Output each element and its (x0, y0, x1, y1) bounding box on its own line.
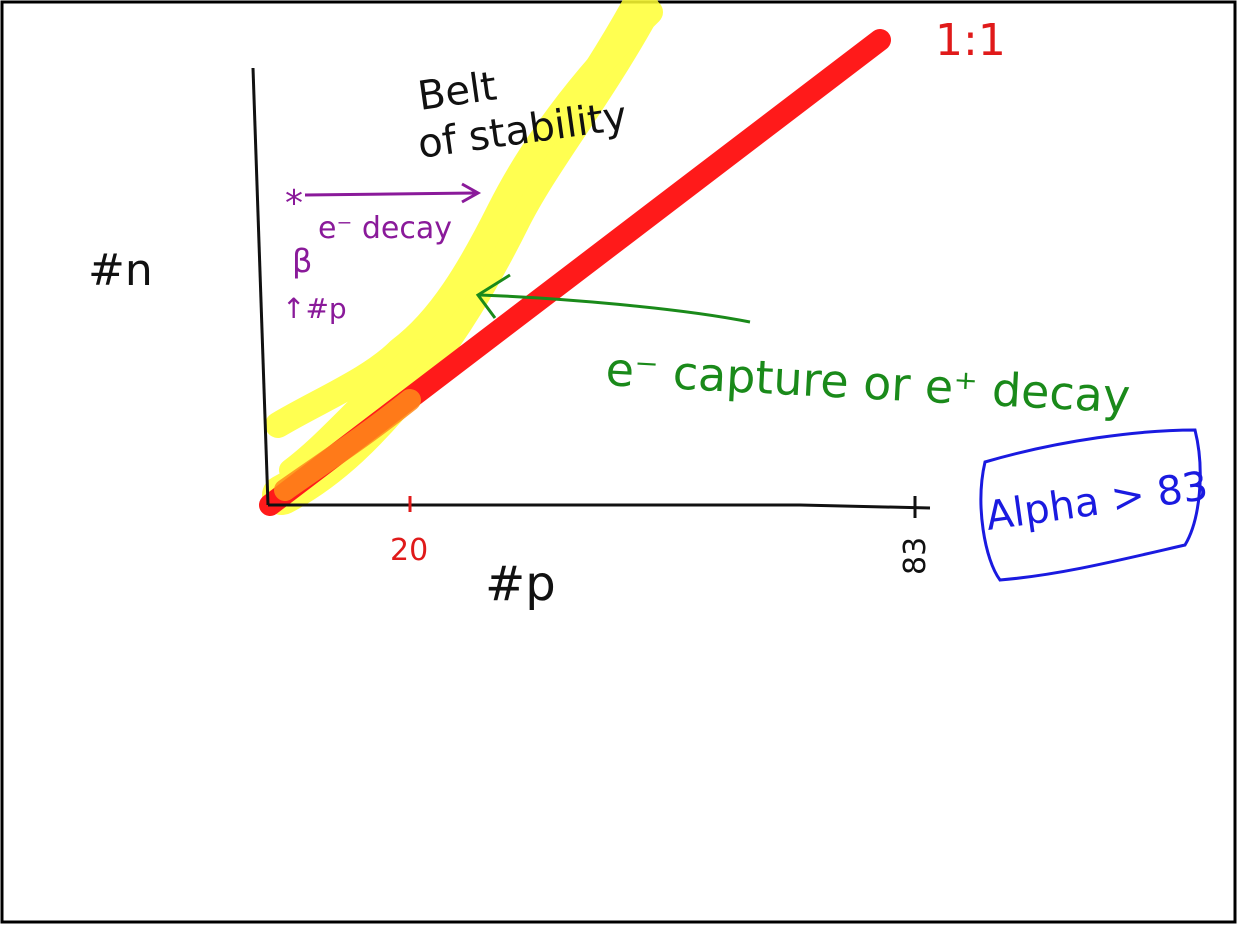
tick-label-83: 83 (898, 537, 933, 575)
beta-decay-label: e⁻ decay (318, 211, 452, 246)
y-axis (251, 67, 270, 506)
x-axis (268, 503, 931, 510)
beta-arrow-line (304, 191, 476, 197)
beta-arrow-head (461, 182, 482, 204)
capture-arrow-line (479, 293, 751, 324)
ratio-label: 1:1 (935, 15, 1006, 66)
capture-arrow-head (475, 273, 511, 319)
x-axis-label: #p (485, 556, 556, 612)
belt-title-line1: Belt (415, 63, 499, 120)
beta-star: * (285, 183, 303, 224)
tick-label-20: 20 (390, 533, 428, 568)
alpha-box (979, 428, 1202, 582)
y-axis-label: #n (88, 245, 153, 296)
beta-increase-p: ↑#p (282, 292, 347, 325)
beta-symbol: β (292, 242, 312, 280)
belt-overlap-region (274, 389, 421, 501)
beta-decay-annotation: * e⁻ decay β ↑#p (282, 182, 482, 325)
